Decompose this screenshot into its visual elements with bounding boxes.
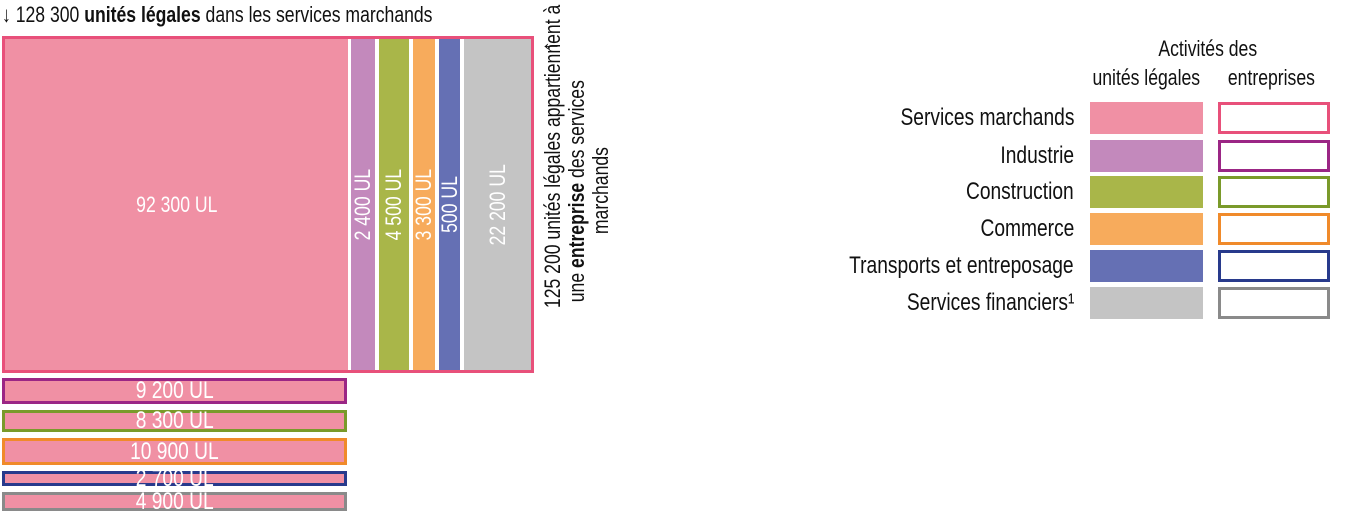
left-arrow-icon: ← [540,30,562,55]
segment-industrie: 2 400 UL [350,39,375,370]
segment-transports: 500 UL [437,39,462,370]
legend-row: Transports et entreposage [760,250,1330,282]
legend-row: Construction [760,176,1330,208]
bar-services-financiers: 4 900 UL [2,488,347,515]
legend-col-entreprises: entreprises [1227,65,1315,90]
bar-transports: 2 700 UL [2,465,347,492]
segment-services-marchands: 92 300 UL [5,39,348,370]
legend-row: Commerce [760,213,1330,245]
diagram-title: ↓ 128 300 unités légales dans les servic… [2,2,433,27]
bar-industrie: 9 200 UL [2,377,347,404]
legend-row: Services marchands [760,102,1330,134]
legend-col-ul: unités légales [1092,65,1200,90]
bar-commerce: 10 900 UL [2,438,347,465]
legend-header: Activités des [1158,36,1258,61]
services-enterprises-block: 92 300 UL 2 400 UL 4 500 UL 3 300 UL 500… [2,36,534,373]
segment-commerce: 3 300 UL [411,39,436,370]
legend-row: Industrie [760,140,1330,172]
bar-construction: 8 300 UL [2,407,347,434]
segment-services-financiers: 22 200 UL [464,39,531,370]
legend-row: Services financiers¹ [760,287,1330,319]
segment-construction: 4 500 UL [379,39,409,370]
